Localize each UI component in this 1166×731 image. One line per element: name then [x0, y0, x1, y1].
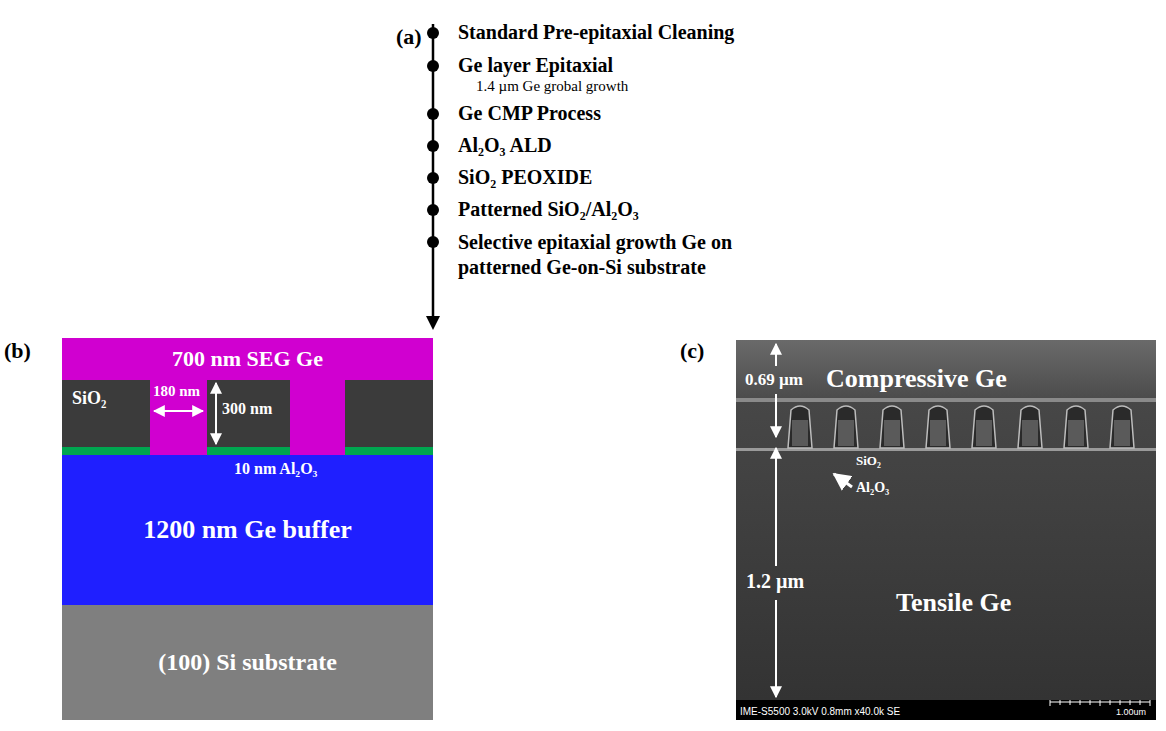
- scale-bar-label: 1.00um: [1116, 707, 1146, 717]
- layer-label: SiO₂: [72, 388, 106, 409]
- oxide-block: SiO₂: [62, 380, 150, 447]
- layer-label: 700 nm SEG Ge: [172, 346, 323, 372]
- region-label: Compressive Ge: [826, 364, 1007, 394]
- dimension-label: 180 nm: [153, 383, 200, 400]
- panel-letter: (b): [4, 338, 31, 363]
- process-step: Al₂O₃ ALD: [458, 134, 552, 157]
- region-label: Tensile Ge: [896, 588, 1011, 618]
- layer-label: 1200 nm Ge buffer: [143, 515, 352, 545]
- process-step: Patterned SiO₂/Al₂O₃: [458, 198, 639, 221]
- process-step: Standard Pre-epitaxial Cleaning: [458, 21, 734, 44]
- process-step: Ge layer Epitaxial: [458, 54, 613, 77]
- material-label: Al₂O₃: [856, 480, 889, 496]
- instrument-info: IME-S5500 3.0kV 0.8mm x40.0k SE: [740, 706, 900, 718]
- panel-letter: (c): [680, 338, 704, 363]
- sem-micrograph: [736, 340, 1156, 720]
- panel-letter: (a): [396, 24, 422, 49]
- dimension-label: 10 nm Al₂O₃: [234, 460, 317, 478]
- dimension-label: 0.69 µm: [745, 370, 803, 390]
- process-step: SiO₂ PEOXIDE: [458, 166, 592, 189]
- process-timeline: [426, 24, 440, 330]
- dimension-label: 1.2 µm: [746, 570, 804, 593]
- process-step: Selective epitaxial growth Ge on pattern…: [458, 230, 818, 280]
- step-note: 1.4 µm Ge grobal growth: [476, 78, 628, 95]
- ge-buffer-layer: 1200 nm Ge buffer: [62, 455, 433, 605]
- process-step: Ge CMP Process: [458, 102, 601, 125]
- seg-ge-layer: 700 nm SEG Ge: [62, 338, 433, 380]
- material-label: SiO₂: [856, 454, 881, 469]
- si-substrate-layer: (100) Si substrate: [62, 605, 433, 720]
- cross-section-schematic: [62, 380, 433, 467]
- layer-label: (100) Si substrate: [158, 649, 337, 676]
- dimension-label: 300 nm: [222, 400, 272, 418]
